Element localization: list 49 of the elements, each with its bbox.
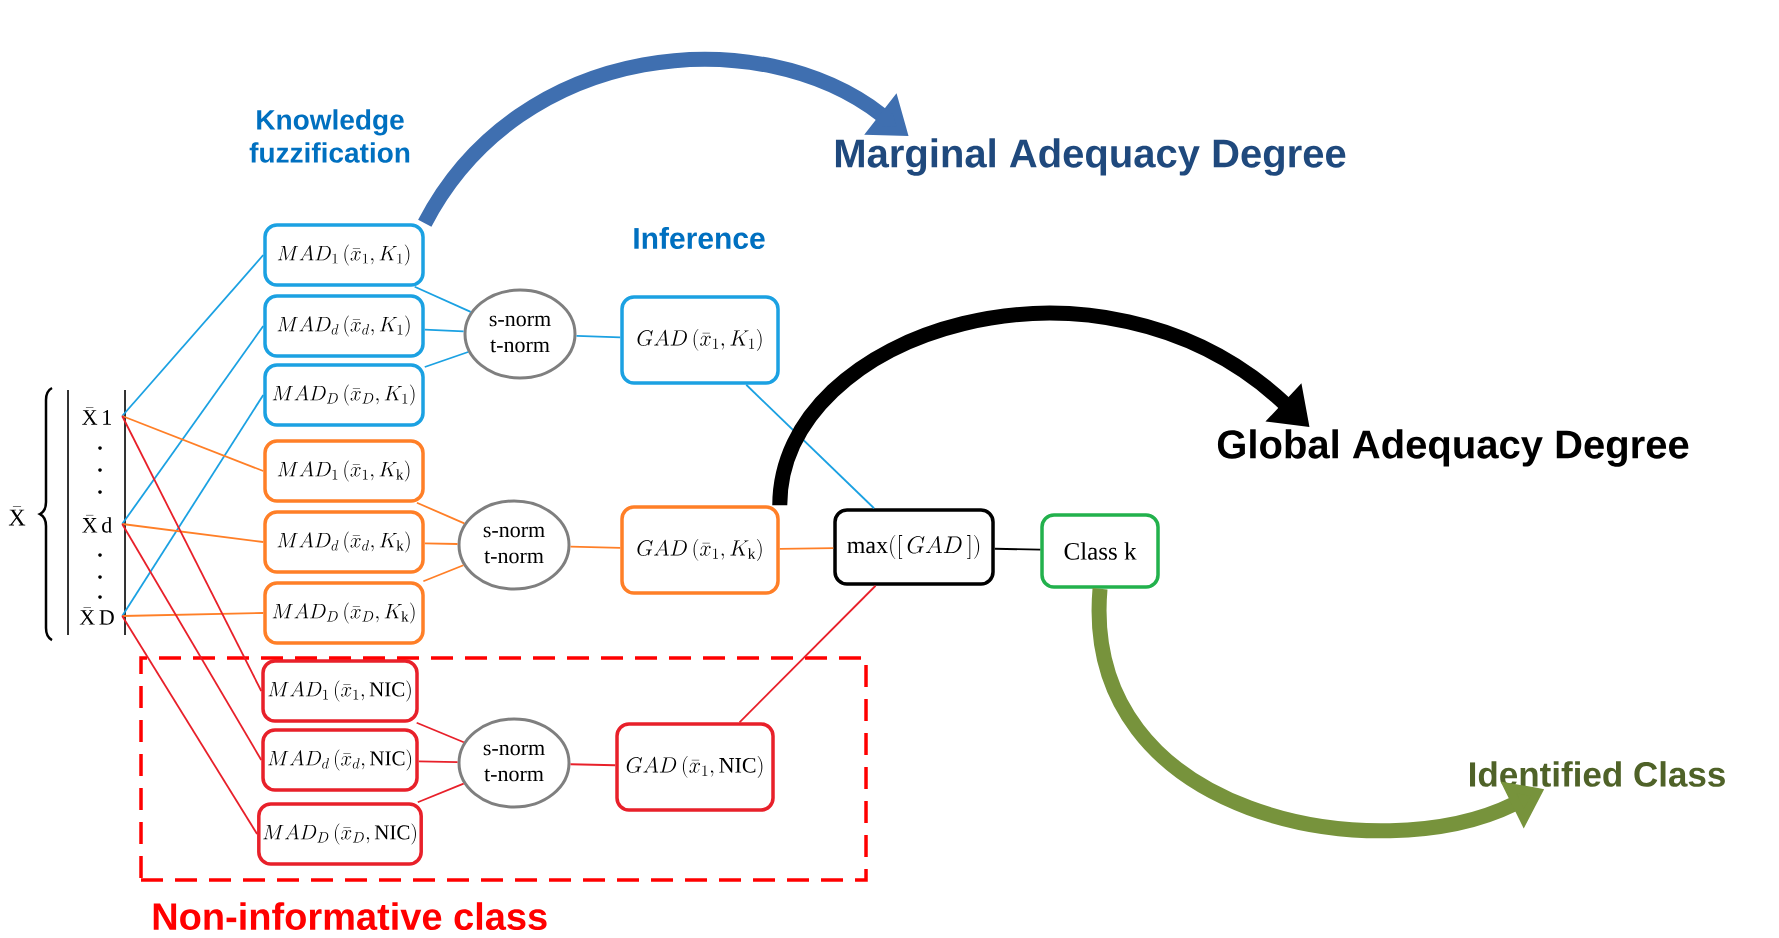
mad-box: $MAD_1\left(\bar{x}_1, K_{\mathrm{k}}\right)$ bbox=[263, 439, 425, 503]
section-label: Knowledge fuzzification bbox=[249, 109, 410, 163]
connector-line bbox=[569, 545, 622, 549]
connector-line bbox=[575, 335, 622, 339]
mad-box: $MAD_d\left(\bar{x}_d, K_1\right)$ bbox=[263, 294, 425, 358]
connector-line bbox=[415, 721, 465, 744]
gad-box: $GAD\left(\bar{x}_1, K_1\right)$ bbox=[620, 295, 780, 385]
section-label: Inference bbox=[634, 227, 765, 250]
connector-line bbox=[422, 564, 465, 583]
mad-box: $MAD_D\left(\bar{x}_D, K_{\mathrm{k}}\right)$ bbox=[263, 581, 425, 645]
connector-line bbox=[416, 501, 466, 525]
connector-line bbox=[121, 415, 265, 472]
heading: Global Adequacy Degree bbox=[1217, 429, 1689, 467]
vector-symbol: $\bar{\mathrm{X}}$ bbox=[8, 506, 26, 526]
heading: Identified Class bbox=[1470, 761, 1725, 787]
mad-box: $MAD_1\left(\bar{x}_1, \mathrm{NIC}\right)$ bbox=[261, 659, 419, 723]
mad-box: $MAD_d\left(\bar{x}_d, \mathrm{NIC}\right)$ bbox=[261, 728, 419, 792]
connector-line bbox=[413, 285, 472, 313]
connector-line bbox=[993, 547, 1042, 551]
mad-box: $MAD_1\left(\bar{x}_1, K_1\right)$ bbox=[263, 223, 425, 287]
vector-component: $\bar{\mathrm{X}}\,\mathrm{D}$ bbox=[79, 607, 114, 625]
connector-line bbox=[417, 760, 459, 763]
mad-box: $MAD_D\left(\bar{x}_D, \mathrm{NIC}\right)$ bbox=[257, 802, 423, 866]
node-label: Non-informative class bbox=[153, 902, 547, 931]
connector-line bbox=[423, 542, 459, 545]
connector-line bbox=[121, 394, 265, 617]
gad-box: $GAD\left(\bar{x}_1, \mathrm{NIC}\right)$ bbox=[615, 722, 775, 812]
connector-line bbox=[121, 415, 263, 692]
max-box: $\max([\,GAD\,])$ bbox=[833, 508, 995, 586]
vector-component: $\bar{\mathrm{X}}\,\mathrm{1}$ bbox=[82, 407, 111, 425]
connector-line bbox=[778, 547, 835, 550]
connector-line bbox=[121, 615, 258, 835]
mad-box: $MAD_D\left(\bar{x}_D, K_1\right)$ bbox=[263, 363, 425, 427]
gad-box: $GAD\left(\bar{x}_1, K_{\mathrm{k}}\right)$ bbox=[620, 505, 780, 595]
vector-component: $\bar{\mathrm{X}}\,\mathrm{d}$ bbox=[82, 514, 112, 533]
connector-line bbox=[121, 254, 265, 417]
connector-line bbox=[738, 584, 877, 724]
heading: Marginal Adequacy Degree bbox=[835, 138, 1346, 176]
connector-line bbox=[569, 763, 617, 767]
connector-line bbox=[121, 523, 265, 543]
connector-line bbox=[121, 325, 265, 525]
connector-line bbox=[423, 351, 469, 368]
class-box: Class k bbox=[1040, 513, 1160, 589]
mad-box: $MAD_d\left(\bar{x}_d, K_{\mathrm{k}}\right)$ bbox=[263, 510, 425, 574]
connector-line bbox=[416, 782, 465, 804]
connector-line bbox=[745, 383, 875, 510]
connector-line bbox=[423, 328, 465, 333]
connector-line bbox=[121, 523, 263, 761]
connector-line bbox=[121, 612, 265, 617]
